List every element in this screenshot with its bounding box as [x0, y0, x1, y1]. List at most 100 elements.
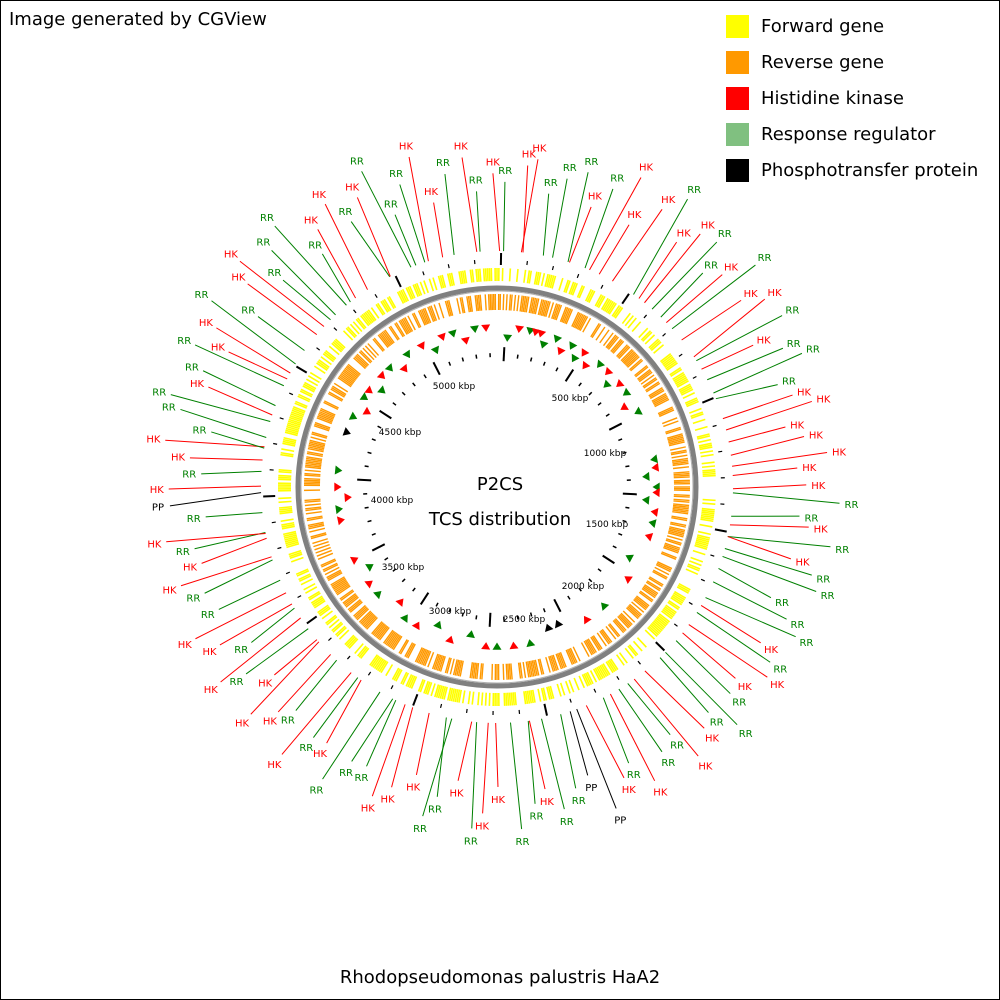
- reverse-gene-mark: [326, 569, 342, 579]
- hk-label: HK: [491, 795, 506, 806]
- histidine-kinase-marker: [481, 642, 491, 650]
- reverse-gene-mark: [373, 337, 385, 351]
- forward-gene-mark: [295, 568, 309, 576]
- scale-tick: [516, 615, 519, 620]
- scale-tick: [328, 637, 332, 641]
- forward-gene-mark: [336, 626, 347, 637]
- feature-callout-line: [728, 426, 786, 443]
- reverse-gene-mark: [672, 509, 689, 513]
- reverse-gene-mark: [456, 298, 461, 315]
- feature-callout-line: [569, 711, 589, 776]
- reverse-gene-mark: [401, 318, 411, 334]
- feature-callout-line: [208, 386, 273, 416]
- hk-label: HK: [627, 210, 642, 221]
- reverse-gene-mark: [342, 592, 357, 604]
- reverse-gene-mark: [398, 320, 408, 335]
- forward-gene-mark: [381, 299, 391, 312]
- forward-gene-mark: [437, 685, 443, 699]
- feature-callout-line: [436, 717, 447, 797]
- hk-label: HK: [540, 797, 555, 808]
- hk-label: HK: [705, 733, 720, 744]
- reverse-gene-mark: [336, 585, 351, 596]
- reverse-gene-mark: [341, 371, 356, 383]
- forward-gene-mark: [697, 438, 711, 444]
- reverse-gene-mark: [643, 585, 658, 596]
- rr-label: RR: [775, 598, 789, 609]
- reverse-gene-mark: [616, 344, 628, 357]
- forward-gene-mark: [699, 523, 713, 528]
- forward-gene-mark: [419, 281, 426, 295]
- forward-gene-mark: [448, 273, 454, 287]
- forward-gene-mark: [471, 691, 475, 705]
- feature-callout-line: [666, 274, 723, 323]
- reverse-gene-mark: [427, 306, 435, 323]
- reverse-gene-mark: [606, 335, 618, 349]
- forward-gene-mark: [547, 274, 553, 288]
- reverse-gene-mark: [548, 302, 555, 318]
- reverse-gene-mark: [317, 415, 333, 423]
- reverse-gene-mark: [673, 474, 690, 477]
- forward-gene-mark: [690, 413, 704, 419]
- rr-label: RR: [732, 698, 746, 709]
- reverse-gene-mark: [444, 657, 451, 674]
- response-regulator-marker: [466, 630, 475, 639]
- rr-label: RR: [498, 166, 512, 177]
- rr-label: RR: [464, 836, 478, 847]
- forward-gene-mark: [701, 511, 715, 515]
- forward-gene-mark: [278, 505, 293, 509]
- scale-tick: [625, 506, 630, 509]
- forward-gene-mark: [508, 268, 512, 282]
- forward-gene-mark: [475, 268, 479, 283]
- rr-label: RR: [773, 665, 787, 676]
- forward-gene-mark: [685, 398, 699, 406]
- reverse-gene-mark: [621, 350, 634, 363]
- forward-gene-mark: [672, 593, 685, 603]
- reverse-gene-mark: [330, 388, 345, 398]
- reverse-gene-mark: [625, 354, 639, 367]
- forward-gene-mark: [596, 666, 604, 679]
- forward-gene-mark: [380, 300, 389, 313]
- reverse-gene-mark: [322, 562, 338, 571]
- reverse-gene-mark: [582, 317, 592, 333]
- feature-callout-line: [351, 698, 394, 762]
- feature-callout-line: [503, 181, 506, 252]
- forward-gene-mark: [401, 288, 410, 302]
- forward-gene-mark: [289, 553, 303, 560]
- hk-label: HK: [304, 216, 319, 227]
- reverse-gene-mark: [640, 374, 655, 385]
- forward-gene-mark: [697, 435, 711, 440]
- hk-label: HK: [204, 685, 219, 696]
- rr-label: RR: [234, 645, 248, 656]
- scale-tick: [637, 660, 641, 665]
- forward-gene-mark: [332, 341, 344, 352]
- reverse-gene-mark: [634, 364, 648, 377]
- forward-gene-mark: [597, 295, 606, 309]
- reverse-gene-mark: [627, 356, 640, 368]
- reverse-gene-mark: [646, 580, 662, 590]
- feature-callout-line: [250, 641, 320, 715]
- forward-gene-mark: [289, 414, 303, 421]
- reverse-gene-mark: [548, 656, 555, 672]
- forward-gene-mark: [288, 418, 302, 425]
- reverse-gene-mark: [476, 294, 480, 312]
- rr-label: RR: [267, 268, 281, 279]
- scale-tick: [593, 688, 597, 693]
- forward-gene-mark: [434, 684, 440, 698]
- rr-label: RR: [193, 426, 207, 437]
- hk-label: HK: [424, 187, 439, 198]
- scale-label: 500 kbp: [552, 394, 589, 404]
- scale-tick: [461, 357, 465, 362]
- forward-gene-mark: [594, 667, 603, 680]
- reverse-gene-mark: [323, 401, 339, 411]
- forward-gene-mark: [290, 413, 304, 419]
- forward-gene-mark: [583, 673, 591, 686]
- rr-label: RR: [782, 377, 796, 388]
- reverse-gene-mark: [435, 654, 442, 671]
- scale-tick: [422, 271, 425, 276]
- forward-gene-mark: [664, 605, 676, 615]
- reverse-gene-mark: [666, 433, 683, 439]
- scale-tick: [412, 587, 416, 592]
- response-regulator-marker: [641, 495, 650, 505]
- reverse-gene-mark: [671, 457, 688, 462]
- forward-gene-mark: [528, 690, 533, 704]
